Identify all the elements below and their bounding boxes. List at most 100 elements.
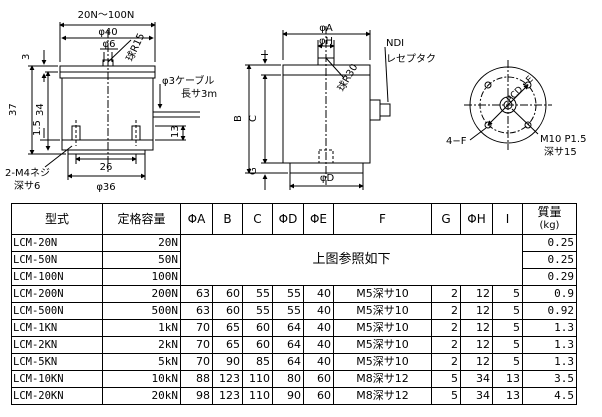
cell-weight: 1.3 bbox=[522, 353, 577, 371]
cell-model: LCM-200N bbox=[11, 285, 103, 303]
view2-dim-r30: 球R30 bbox=[334, 61, 360, 93]
view1-screw-depth: 深サ6 bbox=[14, 180, 40, 192]
cell-f: M8深サ12 bbox=[333, 387, 432, 405]
header-capacity: 定格容量 bbox=[102, 203, 181, 235]
view2-dim-phiA: φA bbox=[319, 23, 333, 34]
cell-b: 65 bbox=[212, 319, 243, 337]
cell-f: M8深サ12 bbox=[333, 370, 432, 388]
view-large-model bbox=[245, 26, 391, 190]
cell-i: 5 bbox=[492, 319, 523, 337]
cell-weight: 4.5 bbox=[522, 387, 577, 405]
cell-c: 110 bbox=[242, 387, 273, 405]
view2-dim-phiH: φH bbox=[319, 36, 333, 47]
view1-dim-37: 37 bbox=[8, 103, 19, 116]
cell-weight: 1.3 bbox=[522, 319, 577, 337]
cell-a: 70 bbox=[180, 319, 213, 337]
header-d: ΦD bbox=[272, 203, 304, 235]
cell-d: 80 bbox=[272, 370, 304, 388]
cell-b: 123 bbox=[212, 370, 243, 388]
view3-thread-label: M10 P1.5 bbox=[540, 134, 586, 145]
cell-f: M5深サ10 bbox=[333, 302, 432, 320]
cell-h: 12 bbox=[460, 319, 493, 337]
view1-dim-13: 13 bbox=[170, 125, 181, 138]
cell-capacity: 500N bbox=[102, 302, 181, 320]
header-a: ΦA bbox=[180, 203, 213, 235]
view3-thread-depth: 深サ15 bbox=[544, 146, 577, 158]
cell-d: 90 bbox=[272, 387, 304, 405]
header-h: ΦH bbox=[460, 203, 493, 235]
cell-capacity: 20kN bbox=[102, 387, 181, 405]
cell-a: 98 bbox=[180, 387, 213, 405]
cell-i: 5 bbox=[492, 353, 523, 371]
cell-h: 12 bbox=[460, 285, 493, 303]
view1-dim-3: 3 bbox=[21, 54, 32, 60]
cell-g: 2 bbox=[431, 285, 461, 303]
cell-e: 40 bbox=[303, 353, 334, 371]
cell-b: 65 bbox=[212, 336, 243, 354]
table-header-row: 型式 定格容量 ΦA B C ΦD ΦE F G ΦH I 質量 (kg) bbox=[11, 203, 577, 235]
cell-c: 110 bbox=[242, 370, 273, 388]
cell-model: LCM-1KN bbox=[11, 319, 103, 337]
cell-model: LCM-500N bbox=[11, 302, 103, 320]
cell-c: 55 bbox=[242, 285, 273, 303]
cell-d: 55 bbox=[272, 285, 304, 303]
cell-i: 5 bbox=[492, 285, 523, 303]
view1-dim-phi36: φ36 bbox=[96, 182, 115, 193]
cell-e: 60 bbox=[303, 387, 334, 405]
cell-c: 60 bbox=[242, 319, 273, 337]
cell-h: 34 bbox=[460, 370, 493, 388]
header-e: ΦE bbox=[303, 203, 334, 235]
view1-dim-34: 34 bbox=[35, 103, 46, 116]
header-weight-label: 質量 bbox=[537, 205, 562, 219]
cell-a: 70 bbox=[180, 353, 213, 371]
cell-g: 5 bbox=[431, 370, 461, 388]
cell-b: 123 bbox=[212, 387, 243, 405]
cell-g: 2 bbox=[431, 336, 461, 354]
header-g: G bbox=[431, 203, 461, 235]
cell-h: 12 bbox=[460, 353, 493, 371]
header-model: 型式 bbox=[11, 203, 103, 235]
cell-model: LCM-10KN bbox=[11, 370, 103, 388]
header-weight-unit: (kg) bbox=[539, 220, 560, 231]
cell-i: 5 bbox=[492, 336, 523, 354]
view2-dim-G: G bbox=[248, 167, 259, 175]
view2-dim-C: C bbox=[248, 115, 259, 122]
cell-a: 88 bbox=[180, 370, 213, 388]
cell-c: 60 bbox=[242, 336, 273, 354]
header-f: F bbox=[333, 203, 432, 235]
cell-model: LCM-20N bbox=[11, 234, 103, 252]
cell-e: 40 bbox=[303, 285, 334, 303]
view1-dim-phi40: φ40 bbox=[98, 27, 117, 38]
cell-h: 12 bbox=[460, 302, 493, 320]
view2-ndi-label: NDI bbox=[386, 38, 404, 49]
cell-a: 70 bbox=[180, 336, 213, 354]
cell-g: 2 bbox=[431, 353, 461, 371]
view2-dim-phiD: φD bbox=[320, 173, 335, 184]
cell-model: LCM-20KN bbox=[11, 387, 103, 405]
cell-h: 12 bbox=[460, 336, 493, 354]
cell-a: 63 bbox=[180, 285, 213, 303]
cell-weight: 0.92 bbox=[522, 302, 577, 320]
cell-e: 40 bbox=[303, 319, 334, 337]
cell-e: 40 bbox=[303, 302, 334, 320]
cell-weight: 3.5 bbox=[522, 370, 577, 388]
cell-weight: 0.25 bbox=[522, 251, 577, 269]
cell-h: 34 bbox=[460, 387, 493, 405]
cell-i: 13 bbox=[492, 370, 523, 388]
cell-i: 13 bbox=[492, 387, 523, 405]
cell-b: 90 bbox=[212, 353, 243, 371]
cell-g: 2 bbox=[431, 302, 461, 320]
cell-weight: 1.3 bbox=[522, 336, 577, 354]
view1-range-label: 20N～100N bbox=[78, 10, 135, 21]
cell-d: 64 bbox=[272, 353, 304, 371]
header-b: B bbox=[212, 203, 243, 235]
cell-model: LCM-100N bbox=[11, 268, 103, 286]
cell-weight: 0.25 bbox=[522, 234, 577, 252]
header-weight: 質量 (kg) bbox=[522, 203, 577, 235]
cell-c: 85 bbox=[242, 353, 273, 371]
